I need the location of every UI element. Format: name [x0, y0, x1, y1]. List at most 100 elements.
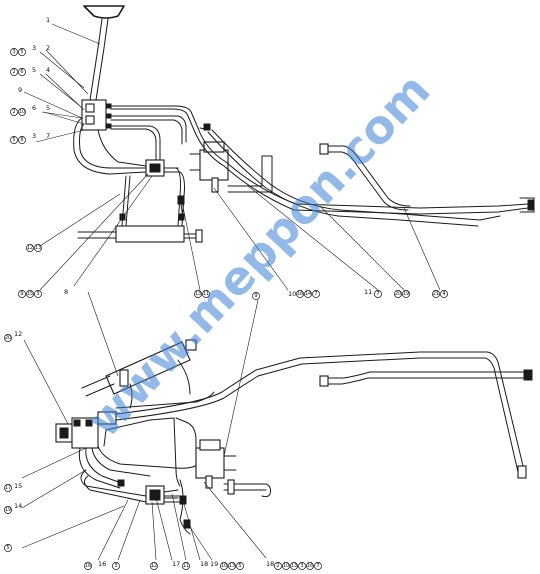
- svg-text:4: 4: [442, 291, 445, 297]
- upper-steering-cylinder: [115, 225, 185, 243]
- callout-circle: 11: [182, 562, 190, 570]
- label-14: 14: [14, 502, 22, 510]
- upper-steering-wheel: [83, 5, 125, 19]
- label-11: 11: [364, 288, 372, 296]
- callout-circle: 5: [10, 136, 18, 144]
- svg-text:10: 10: [19, 109, 25, 115]
- label-16: 16: [98, 560, 106, 568]
- svg-text:6: 6: [20, 69, 23, 75]
- svg-text:16: 16: [297, 291, 303, 297]
- svg-text:10: 10: [221, 563, 227, 569]
- callout-circle: 16: [306, 562, 314, 570]
- svg-text:13: 13: [229, 563, 235, 569]
- callout-circle: 5: [236, 562, 244, 570]
- svg-text:19: 19: [5, 507, 11, 513]
- svg-text:11: 11: [203, 291, 209, 297]
- label-3b: 3: [32, 132, 36, 140]
- callout-circles: 3 5 2 6 2 10 5 8 12 13 9 15 3 13 11 16 1…: [4, 48, 448, 570]
- upper-leader-lines: [23, 23, 441, 291]
- callout-circle: 7: [374, 290, 382, 298]
- upper-assembly: [73, 5, 535, 243]
- callout-circle: 9: [252, 292, 260, 300]
- callout-circle: 2: [10, 68, 18, 76]
- callout-circle: 3: [298, 562, 306, 570]
- label-5: 5: [32, 66, 36, 74]
- svg-text:9: 9: [20, 291, 23, 297]
- svg-text:15: 15: [27, 291, 33, 297]
- callout-circle: 13: [34, 244, 42, 252]
- callout-circle: 19: [402, 290, 410, 298]
- lower-steering-valve: [55, 411, 117, 449]
- callout-circle: 16: [296, 290, 304, 298]
- svg-text:12: 12: [151, 563, 157, 569]
- svg-text:11: 11: [183, 563, 189, 569]
- callout-circle: 5: [4, 544, 12, 552]
- svg-text:5: 5: [12, 137, 15, 143]
- watermark-text: www.meppon.com: [77, 63, 441, 448]
- callout-circle: 3: [34, 290, 42, 298]
- label-7: 7: [46, 132, 50, 140]
- svg-text:9: 9: [254, 293, 257, 299]
- svg-text:12: 12: [27, 245, 33, 251]
- svg-text:13: 13: [35, 245, 41, 251]
- svg-text:16: 16: [307, 563, 313, 569]
- callout-circle: 4: [440, 290, 448, 298]
- callout-circle: 20: [4, 334, 12, 342]
- callout-circle: 20: [394, 290, 402, 298]
- callout-circle: 8: [18, 136, 26, 144]
- svg-text:13: 13: [291, 563, 297, 569]
- callout-circle: 13: [290, 562, 298, 570]
- callout-circle: 17: [4, 484, 12, 492]
- lower-steering-cylinder: [81, 339, 197, 397]
- callout-circle: 13: [228, 562, 236, 570]
- svg-text:5: 5: [6, 545, 9, 551]
- svg-text:10: 10: [283, 563, 289, 569]
- label-2: 2: [46, 44, 50, 52]
- svg-text:21: 21: [433, 291, 439, 297]
- label-18b: 18: [266, 560, 274, 568]
- lower-leader-lines: [21, 291, 267, 561]
- svg-text:20: 20: [5, 335, 11, 341]
- callout-circle: 10: [282, 562, 290, 570]
- svg-text:2: 2: [12, 69, 15, 75]
- label-4: 4: [46, 66, 50, 74]
- lower-assembly: [55, 339, 533, 535]
- svg-text:3: 3: [114, 563, 117, 569]
- label-18: 18: [200, 560, 208, 568]
- callout-circle: 12: [150, 562, 158, 570]
- svg-text:5: 5: [238, 563, 241, 569]
- label-5b: 5: [46, 104, 50, 112]
- svg-text:19: 19: [403, 291, 409, 297]
- svg-text:2: 2: [276, 563, 279, 569]
- lower-pump: [195, 447, 225, 479]
- label-10: 10: [288, 290, 296, 298]
- svg-text:13: 13: [195, 291, 201, 297]
- svg-text:7: 7: [376, 291, 379, 297]
- numeral-labels: 1 2 3 4 5 6 5 3 7 9 8 10 11 12 15 14 16 …: [14, 16, 372, 568]
- svg-text:17: 17: [5, 485, 11, 491]
- callout-circle: 12: [26, 244, 34, 252]
- callout-circle: 10: [18, 108, 26, 116]
- callout-circle: 13: [194, 290, 202, 298]
- callout-circle: 3: [112, 562, 120, 570]
- label-3: 3: [32, 44, 36, 52]
- label-19: 19: [210, 560, 218, 568]
- callout-circle: 10: [220, 562, 228, 570]
- upper-pump: [199, 149, 229, 181]
- callout-circle: 14: [304, 290, 312, 298]
- callout-circle: 2: [10, 108, 18, 116]
- label-6: 6: [32, 104, 36, 112]
- callout-circle: 16: [84, 562, 92, 570]
- callout-circle: 7: [312, 290, 320, 298]
- label-15: 15: [14, 482, 22, 490]
- callout-circle: 9: [18, 290, 26, 298]
- svg-text:14: 14: [305, 291, 311, 297]
- callout-circle: 5: [18, 48, 26, 56]
- svg-text:20: 20: [395, 291, 401, 297]
- svg-text:3: 3: [36, 291, 39, 297]
- callout-circle: 2: [274, 562, 282, 570]
- callout-circle: 15: [26, 290, 34, 298]
- label-1: 1: [46, 16, 50, 24]
- callout-circle: 6: [18, 68, 26, 76]
- label-17: 17: [172, 560, 180, 568]
